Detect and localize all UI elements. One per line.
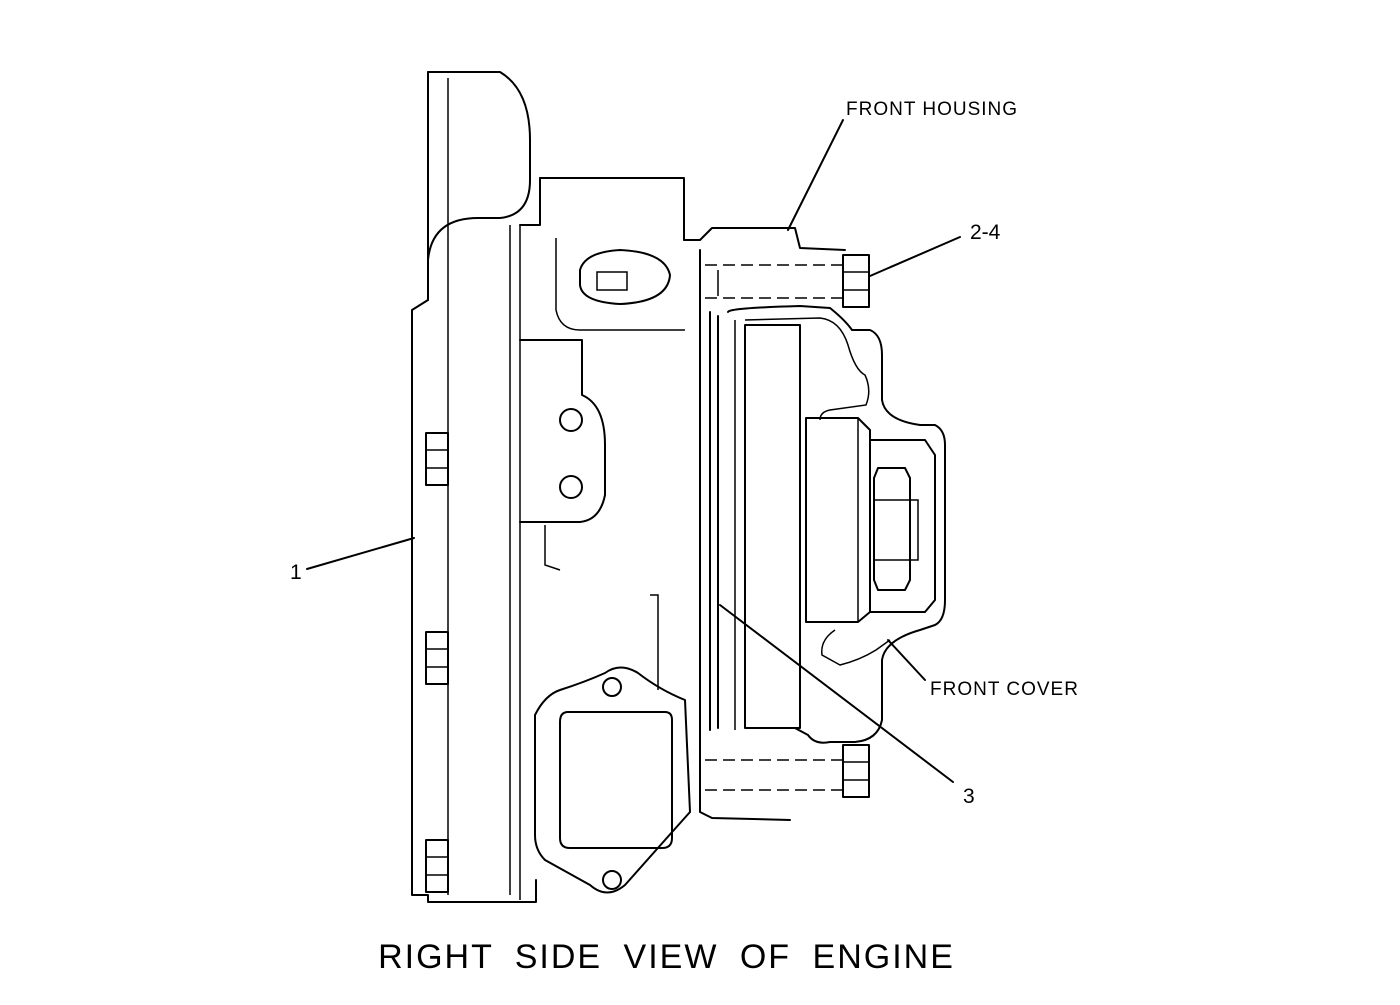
callout-front-cover: FRONT COVER <box>930 679 1079 700</box>
callout-part-1: 1 <box>290 561 302 584</box>
center-nut <box>873 467 911 591</box>
flange-bolt-upper <box>425 432 449 486</box>
engine-block-outline <box>411 71 537 903</box>
figure-caption: RIGHT SIDE VIEW OF ENGINE <box>378 938 955 976</box>
pulley-hub <box>805 417 871 623</box>
bracket-hole-lower <box>559 475 583 499</box>
mount-tab <box>579 249 671 305</box>
leader-front-housing <box>787 119 844 231</box>
leader-part-1 <box>306 537 415 570</box>
side-bracket <box>519 339 606 523</box>
leader-bolts <box>869 236 961 277</box>
slot <box>596 271 628 291</box>
flange-bolt-middle <box>425 631 449 685</box>
callout-part-3: 3 <box>963 785 975 808</box>
long-bolt-upper <box>705 254 870 308</box>
port-bolt-hole-upper <box>602 677 622 697</box>
port-bolt-hole-lower <box>602 870 622 890</box>
bracket-hole-upper <box>559 408 583 432</box>
callout-bolts: 2-4 <box>970 221 1001 244</box>
flange-bolt-lower <box>425 839 449 893</box>
callout-front-housing: FRONT HOUSING <box>846 99 1019 120</box>
port-flange <box>534 666 691 894</box>
front-cover <box>727 305 946 744</box>
leader-front-cover <box>887 639 926 681</box>
front-housing <box>683 227 846 251</box>
long-bolt-lower <box>705 744 870 798</box>
leader-part-3 <box>719 604 954 783</box>
